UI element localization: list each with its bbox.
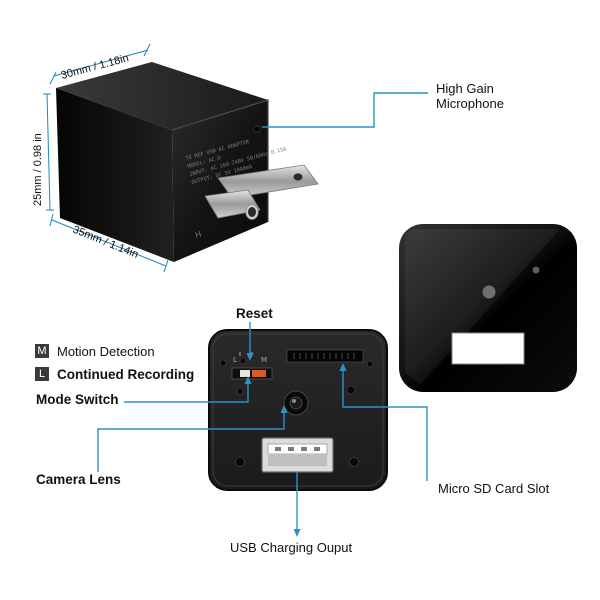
screw-mid-right: [346, 385, 356, 395]
svg-text:L: L: [233, 356, 237, 364]
usb-window: [451, 332, 525, 365]
screw-bottom-right: [349, 457, 359, 467]
svg-text:M: M: [261, 356, 267, 364]
back-face-view: L M: [208, 329, 388, 491]
adapter-side-face: [56, 88, 174, 262]
micro-sd-slot: [286, 349, 364, 363]
reset-hole: [239, 357, 247, 365]
polarity-mark: H: [194, 230, 202, 240]
microphone-label: High Gain Microphone: [436, 81, 504, 111]
legend-l-key: L: [35, 367, 49, 381]
camera-lens: [283, 390, 309, 416]
plug-prong-lower: [204, 189, 261, 220]
legend-motion-detection: M Motion Detection: [35, 343, 155, 359]
usb-port: [261, 437, 334, 473]
camera-lens-label: Camera Lens: [36, 472, 121, 487]
screw-top-left: [219, 359, 227, 367]
usb-output-label: USB Charging Ouput: [230, 540, 353, 555]
legend-m-key: M: [35, 344, 49, 358]
legend-m-text: Motion Detection: [57, 343, 155, 359]
led-dot: [532, 266, 540, 274]
hidden-lens-dot: [482, 285, 496, 299]
microphone-hole: [253, 125, 261, 133]
legend-continued-recording: L Continued Recording: [35, 366, 194, 382]
dimension-lines: [43, 43, 169, 273]
glossy-front-view: [399, 224, 577, 392]
dimension-side-label: 25mm / 0.98 in: [32, 133, 44, 206]
mode-switch: L M: [231, 352, 273, 380]
callout-arrowheads: [244, 353, 347, 537]
microphone-label-line2: Microphone: [436, 96, 504, 111]
screw-top-right: [366, 360, 374, 368]
legend-l-text: Continued Recording: [57, 366, 195, 382]
mode-switch-label: Mode Switch: [36, 392, 119, 407]
microphone-label-line1: High Gain: [436, 81, 494, 96]
screw-mid-left: [236, 387, 244, 395]
adapter-3d-view: TO REF USB AC ADAPTER MODEL: AC-D INPUT:…: [56, 62, 319, 262]
reset-label: Reset: [236, 306, 273, 321]
adapter-top-face: [56, 62, 268, 130]
callout-lines: [97, 92, 428, 530]
sd-slot-label: Micro SD Card Slot: [438, 481, 550, 496]
screw-bottom-left: [235, 457, 245, 467]
plug-prong-upper: [217, 164, 319, 199]
